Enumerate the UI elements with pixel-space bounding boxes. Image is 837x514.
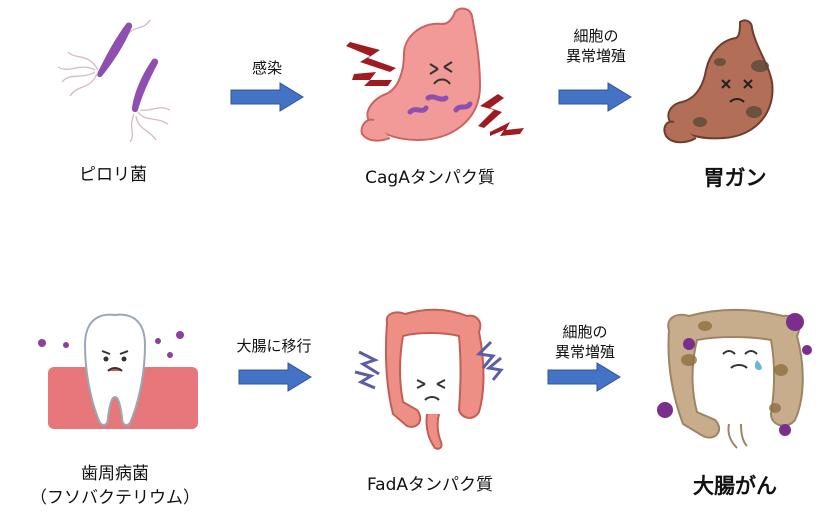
arrow-right-icon — [230, 82, 304, 112]
colon-cancer-icon — [657, 309, 812, 449]
tooth-with-gum-disease-icon — [38, 313, 198, 429]
infection-label: 感染 — [251, 59, 282, 77]
large-intestine-in-pain-icon — [354, 308, 504, 450]
arrow-right-icon — [238, 362, 312, 392]
abnormal-growth-line1: 細胞の — [573, 27, 619, 45]
periodontal-bacteria-line1: 歯周病菌 — [81, 464, 149, 484]
helicobacter-pylori-icon — [57, 19, 171, 143]
periodontal-bacteria-label: 歯周病菌 （フソバクテリウム） — [20, 462, 210, 510]
periodontal-bacteria-line2: （フソバクテリウム） — [30, 488, 200, 508]
caga-protein-label: CagAタンパク質 — [365, 168, 495, 188]
colon-cancer-label: 大腸がん — [693, 474, 777, 498]
fada-protein-label: FadAタンパク質 — [366, 475, 494, 495]
abnormal-growth-label-1: 細胞の 異常増殖 — [556, 26, 636, 66]
abnormal-growth-line1: 細胞の — [562, 323, 608, 341]
stomach-cancer-icon — [663, 19, 774, 144]
arrow-right-icon — [547, 362, 621, 392]
abnormal-growth-line2: 異常増殖 — [554, 343, 615, 361]
stomach-in-pain-icon — [346, 7, 524, 142]
stomach-cancer-label: 胃ガン — [703, 166, 767, 190]
arrow-right-icon — [558, 82, 632, 112]
abnormal-growth-label-2: 細胞の 異常増殖 — [545, 322, 625, 362]
h-pylori-label: ピロリ菌 — [79, 165, 147, 185]
move-to-colon-label: 大腸に移行 — [236, 337, 312, 355]
abnormal-growth-line2: 異常増殖 — [565, 47, 626, 65]
